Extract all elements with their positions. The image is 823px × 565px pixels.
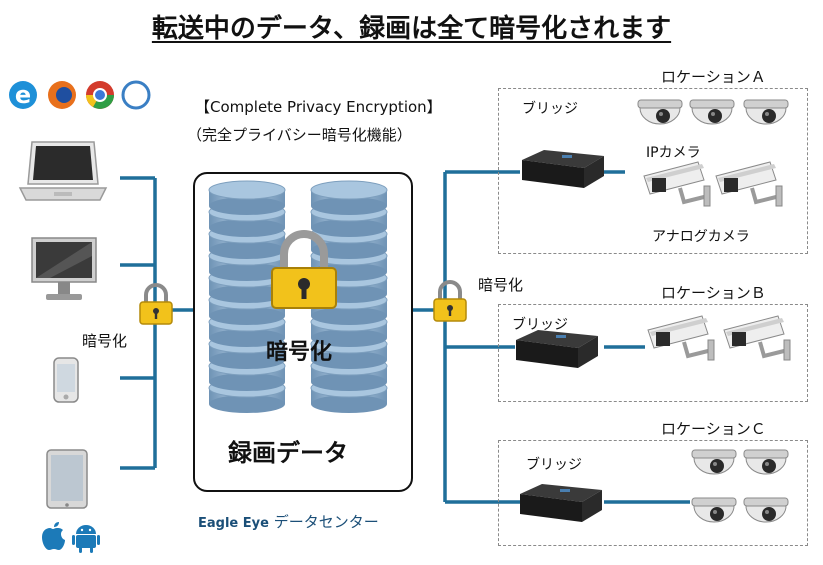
phone-icon xyxy=(53,357,79,403)
location-c-bridge-label: ブリッジ xyxy=(526,457,582,473)
bridge-device-icon xyxy=(522,150,604,188)
ie-icon: e xyxy=(9,81,37,109)
bullet-camera-icon xyxy=(647,315,715,361)
datacenter-text: データセンター xyxy=(273,513,379,531)
chrome-icon xyxy=(86,81,114,109)
location-a-bridge-label: ブリッジ xyxy=(522,101,578,117)
disk xyxy=(208,180,286,215)
center-encrypt-label: 暗号化 xyxy=(266,340,333,365)
safari-icon xyxy=(121,80,151,110)
browser-icons: e xyxy=(9,80,151,110)
location-a-box xyxy=(498,88,808,254)
privacy-label-en: 【Complete Privacy Encryption】 xyxy=(195,98,442,116)
laptop-icon xyxy=(18,141,108,201)
dome-camera-icon xyxy=(691,497,737,523)
page-title: 転送中のデータ、録画は全て暗号化されます xyxy=(151,14,672,44)
location-a-title: ロケーションＡ xyxy=(661,68,766,86)
android-icon xyxy=(72,525,100,553)
dome-camera-icon xyxy=(743,497,789,523)
privacy-label-jp: （完全プライバシー暗号化機能） xyxy=(187,126,412,144)
center-lock-icon xyxy=(271,230,337,309)
left-encrypt-label: 暗号化 xyxy=(82,332,128,350)
bridge-device-icon xyxy=(520,484,602,522)
left-lock-icon xyxy=(139,283,173,325)
location-b-box xyxy=(498,304,808,402)
dome-camera-icon xyxy=(743,99,789,125)
apple-icon xyxy=(42,522,65,550)
monitor-icon xyxy=(31,237,97,300)
recording-data-label: 録画データ xyxy=(228,439,348,467)
location-a-ip-label: IPカメラ xyxy=(646,145,701,161)
svg-text:e: e xyxy=(15,81,31,109)
datacenter-label: Eagle Eye データセンター xyxy=(198,511,379,532)
dome-camera-icon xyxy=(691,449,737,475)
dome-camera-icon xyxy=(637,99,683,125)
brand-name: Eagle Eye xyxy=(198,516,269,531)
disk xyxy=(310,356,388,391)
firefox-icon xyxy=(48,81,76,109)
bullet-camera-icon xyxy=(723,315,791,361)
disk-stack-left xyxy=(208,180,286,413)
dome-camera-icon xyxy=(689,99,735,125)
location-c-box xyxy=(498,440,808,546)
location-b-bridge-label: ブリッジ xyxy=(512,317,568,333)
disk xyxy=(310,180,388,215)
bullet-camera-icon xyxy=(715,161,783,207)
bullet-camera-icon xyxy=(643,161,711,207)
location-b-title: ロケーションＢ xyxy=(661,284,766,302)
right-lock-icon xyxy=(433,280,467,322)
os-icons xyxy=(42,522,100,553)
dome-camera-icon xyxy=(743,449,789,475)
bridge-device-icon xyxy=(516,330,598,368)
location-c-title: ロケーションＣ xyxy=(661,420,766,438)
right-encrypt-label: 暗号化 xyxy=(478,276,524,294)
tablet-icon xyxy=(46,449,88,509)
location-a-analog-label: アナログカメラ xyxy=(652,229,750,245)
